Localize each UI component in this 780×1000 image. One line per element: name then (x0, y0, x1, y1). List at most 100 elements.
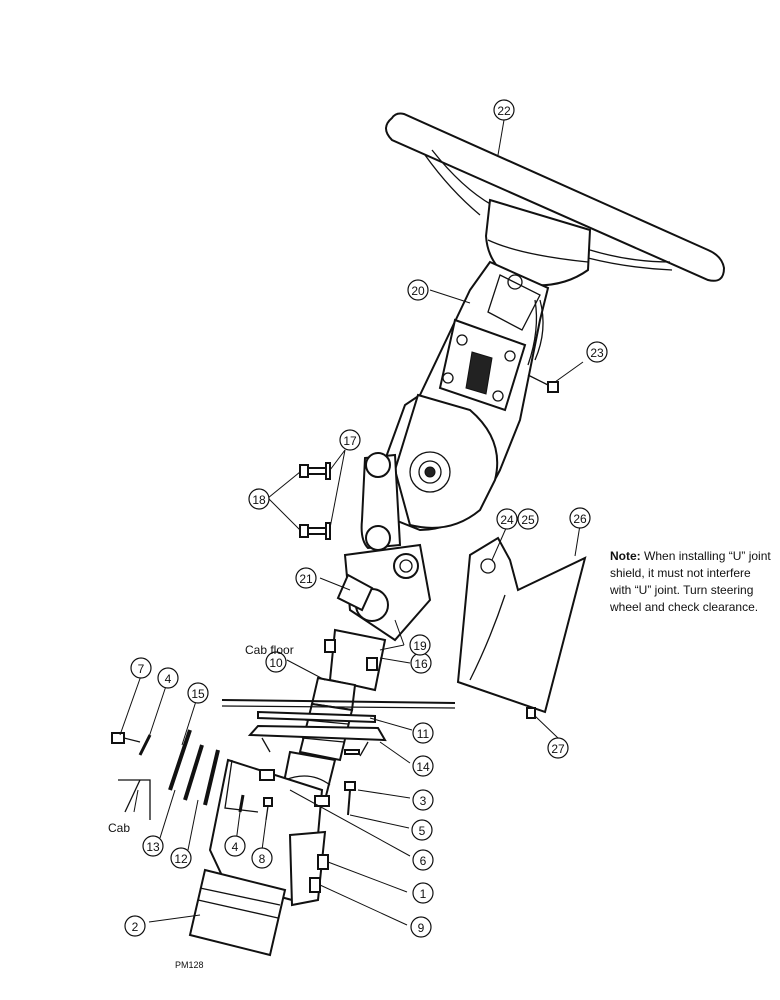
u-joint-shield (456, 536, 587, 719)
callout-number: 19 (413, 639, 427, 653)
leader-lines (119, 119, 584, 926)
callout-number: 13 (146, 840, 160, 854)
mounting-spacers (111, 729, 259, 820)
callout-circle (407, 279, 429, 301)
callout-circle (124, 915, 146, 937)
callout-c8: 8 (251, 847, 273, 869)
callout-number: 26 (573, 512, 587, 526)
callout-number: 12 (174, 852, 188, 866)
callout-number: 4 (165, 672, 172, 686)
callout-number: 9 (418, 921, 425, 935)
callout-circle (493, 99, 515, 121)
installation-note: Note: When installing “U” joint shield, … (610, 548, 775, 616)
callout-circle (569, 507, 591, 529)
callout-c5: 5 (411, 819, 433, 841)
callout-c7: 7 (130, 657, 152, 679)
callout-c25: 25 (517, 508, 539, 530)
callout-number: 20 (411, 284, 425, 298)
callout-c26: 26 (569, 507, 591, 529)
callout-c22: 22 (493, 99, 515, 121)
callout-circle (265, 651, 287, 673)
steering-wheel (385, 112, 726, 287)
callout-circle (339, 429, 361, 451)
callout-c20: 20 (407, 279, 429, 301)
callout-circle (412, 755, 434, 777)
callout-number: 5 (419, 824, 426, 838)
callout-number: 22 (497, 104, 511, 118)
callout-number: 3 (420, 794, 427, 808)
callout-circle (412, 722, 434, 744)
callout-circle (410, 916, 432, 938)
cab-floor-label: Cab floor (245, 643, 294, 657)
callout-number: 2 (132, 920, 139, 934)
callout-c6: 6 (412, 849, 434, 871)
callout-number: 10 (269, 656, 283, 670)
callout-c19: 19 (409, 634, 431, 656)
callout-circle (295, 567, 317, 589)
callout-circle (130, 657, 152, 679)
callout-c18: 18 (248, 488, 270, 510)
callout-c14: 14 (412, 755, 434, 777)
callout-circle (251, 847, 273, 869)
callout-circle (517, 508, 539, 530)
callout-c3: 3 (412, 789, 434, 811)
callout-c21: 21 (295, 567, 317, 589)
callout-c13: 13 (142, 835, 164, 857)
callout-number: 1 (420, 887, 427, 901)
mounting-bolts (299, 462, 331, 540)
note-text: When installing “U” joint shield, it mus… (610, 549, 771, 614)
callout-c17: 17 (339, 429, 361, 451)
callout-number: 14 (416, 760, 430, 774)
callout-number: 4 (232, 840, 239, 854)
callout-number: 7 (138, 662, 145, 676)
callout-c10: 10 (265, 651, 287, 673)
callout-c2: 2 (124, 915, 146, 937)
figure-code: PM128 (175, 960, 204, 970)
callout-number: 24 (500, 513, 514, 527)
callout-c12: 12 (170, 847, 192, 869)
u-joint-assembly (324, 543, 432, 692)
callout-circle (170, 847, 192, 869)
small-fasteners (238, 749, 360, 821)
callout-c4a: 4 (157, 667, 179, 689)
callout-circle (142, 835, 164, 857)
callout-circle (547, 737, 569, 759)
callout-c24: 24 (496, 508, 518, 530)
callout-circle (496, 508, 518, 530)
callout-circle (187, 682, 209, 704)
callout-circle (409, 634, 431, 656)
callout-number: 17 (343, 434, 357, 448)
cab-floor (221, 699, 456, 709)
steering-valve (188, 750, 337, 957)
callout-c4b: 4 (224, 835, 246, 857)
callout-circle (412, 789, 434, 811)
callout-number: 25 (521, 513, 535, 527)
note-title: Note: (610, 549, 641, 563)
callout-number: 27 (551, 742, 565, 756)
callout-number: 23 (590, 346, 604, 360)
callout-number: 8 (259, 852, 266, 866)
callout-c1: 1 (412, 882, 434, 904)
callout-number: 11 (417, 727, 430, 741)
callout-number: 16 (414, 657, 428, 671)
callout-circle (157, 667, 179, 689)
callout-number: 6 (420, 854, 427, 868)
callout-c15: 15 (187, 682, 209, 704)
callout-c11: 11 (412, 722, 434, 744)
callout-circle (586, 341, 608, 363)
callout-c27: 27 (547, 737, 569, 759)
callout-group: 1234456789101112131415161718192021222324… (124, 99, 608, 938)
callout-c9: 9 (410, 916, 432, 938)
callout-circle (412, 882, 434, 904)
callout-circle (411, 819, 433, 841)
steering-column-housing (360, 260, 550, 551)
callout-circle (248, 488, 270, 510)
floor-plate (247, 710, 387, 757)
callout-number: 15 (191, 687, 205, 701)
callout-c16: 16 (410, 652, 432, 674)
callout-circle (224, 835, 246, 857)
callout-circle (412, 849, 434, 871)
callout-c23: 23 (586, 341, 608, 363)
callout-number: 18 (252, 493, 266, 507)
